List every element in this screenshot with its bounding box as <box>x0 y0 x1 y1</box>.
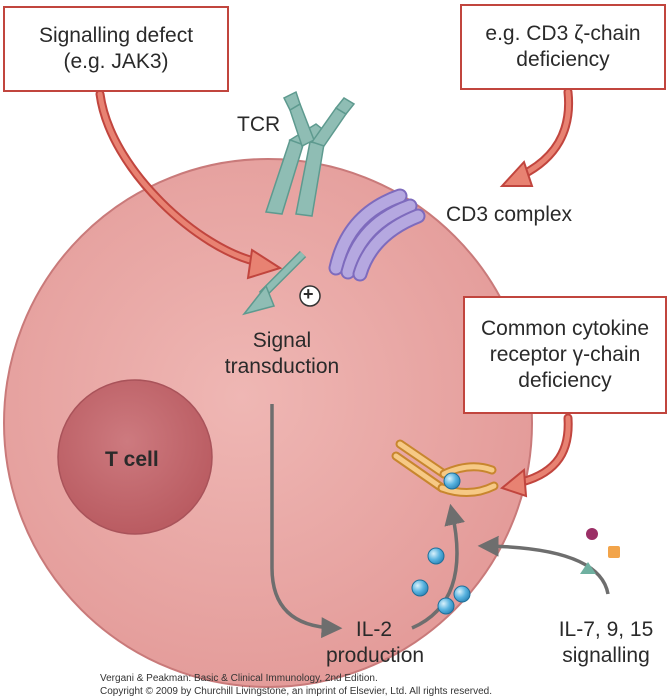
cd3-zeta-box: e.g. CD3 ζ-chain deficiency <box>460 4 666 90</box>
il2-molecule <box>427 547 445 565</box>
bound-cytokine <box>443 472 461 490</box>
il2-molecules <box>411 547 471 615</box>
credit-line-1: Vergani & Peakman: Basic & Clinical Immu… <box>100 673 378 684</box>
cd3-complex <box>328 188 426 282</box>
other-cytokines <box>580 528 620 574</box>
gamma-chain-box: Common cytokine receptor γ-chain deficie… <box>463 296 667 414</box>
cytokine-green <box>580 562 596 574</box>
t-cell-label: T cell <box>105 448 159 471</box>
cd3-complex-label: CD3 complex <box>446 203 573 226</box>
credit-line-2: Copyright © 2009 by Churchill Livingston… <box>100 686 493 697</box>
signal-to-il2-arrow <box>270 404 343 639</box>
nucleus <box>57 379 213 535</box>
il2-production-label: IL-2 production <box>326 618 425 668</box>
tcr-signal-arrow <box>242 250 307 316</box>
il7-to-receptor-arrow <box>477 535 610 595</box>
gamma-chain-text: Common cytokine receptor γ-chain deficie… <box>480 316 650 393</box>
flow-arrows <box>270 404 610 639</box>
cytokine-orange <box>608 546 620 558</box>
il2-molecule <box>437 597 455 615</box>
il7-signalling-label: IL-7, 9, 15 signalling <box>558 618 654 668</box>
tcr-receptor <box>264 90 356 217</box>
plus-symbol: + <box>303 284 314 304</box>
plus-circle <box>299 285 321 307</box>
t-cell-membrane <box>3 158 533 688</box>
cytokine-purple <box>586 528 598 540</box>
signalling-defect-text: Signalling defect (e.g. JAK3) <box>38 23 194 73</box>
signal-transduction-label: Signal transduction <box>224 329 340 379</box>
cd3-zeta-text: e.g. CD3 ζ-chain deficiency <box>485 21 641 71</box>
defect-arrows <box>95 87 574 498</box>
cytokine-receptor <box>391 439 499 497</box>
signalling-defect-box: Signalling defect (e.g. JAK3) <box>3 6 229 92</box>
tcr-label: TCR <box>237 113 281 136</box>
il2-to-receptor-arrow <box>411 503 465 630</box>
il2-molecule <box>453 585 471 603</box>
il2-molecule <box>411 579 429 597</box>
